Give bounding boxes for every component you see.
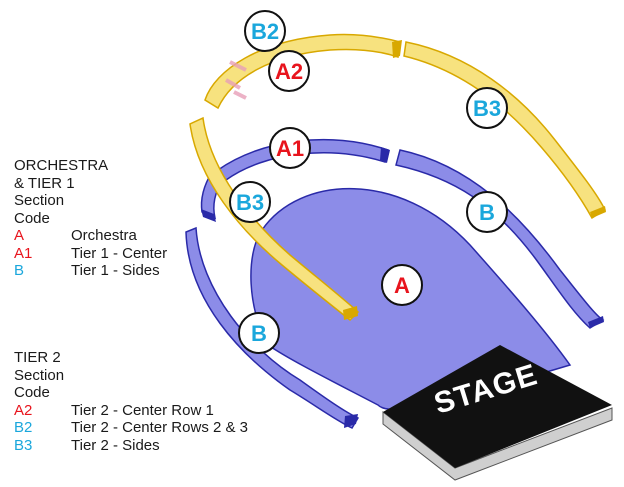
legend-header-line: TIER 2: [14, 349, 61, 366]
badge-b2[interactable]: B2: [244, 10, 286, 52]
badge-b3-left[interactable]: B3: [229, 181, 271, 223]
legend-description: Tier 2 - Center Row 1: [71, 401, 214, 419]
badge-b2-label: B2: [251, 19, 279, 44]
legend-row-b3: B3 Tier 2 - Sides: [14, 437, 248, 455]
legend-code: A: [14, 227, 25, 244]
section-a1-end: [380, 147, 390, 163]
legend-row-a2: A2 Tier 2 - Center Row 1: [14, 402, 248, 420]
legend-header-line: Section: [14, 366, 65, 384]
section-b-right-end: [588, 316, 604, 328]
legend-header-line: Section: [14, 192, 65, 209]
badge-a-label: A: [394, 273, 410, 298]
section-a2-end: [392, 40, 402, 58]
legend-code: B: [14, 262, 25, 279]
legend-code: B3: [14, 436, 33, 454]
legend-code: A2: [14, 401, 33, 419]
faded-seat-marks: [225, 60, 247, 100]
stage-platform: [383, 345, 612, 468]
legend-description: Tier 2 - Center Rows 2 & 3: [71, 419, 249, 436]
section-b-left-upper-end: [201, 209, 216, 222]
legend-header-line: Code: [14, 209, 50, 227]
section-b3-tier2-right[interactable]: [403, 41, 606, 220]
section-b3-right-end: [590, 206, 606, 218]
badge-a2-label: A2: [275, 59, 303, 84]
badge-a[interactable]: A: [381, 264, 423, 306]
badge-b-left-label: B: [251, 321, 267, 346]
legend-row-a: A Orchestra: [14, 227, 167, 245]
badge-b-left[interactable]: B: [238, 312, 280, 354]
badge-a2[interactable]: A2: [268, 50, 310, 92]
legend-tier2: TIER 2 Section Code A2 Tier 2 - Center R…: [14, 349, 248, 454]
legend-description: Tier 1 - Sides: [71, 262, 160, 279]
badge-b3-top[interactable]: B3: [466, 87, 508, 129]
legend-row-a1: A1 Tier 1 - Center: [14, 245, 167, 263]
legend-description: Tier 2 - Sides: [71, 436, 160, 454]
badge-b3-top-label: B3: [473, 96, 501, 121]
badge-b-right-label: B: [479, 200, 495, 225]
badge-b3-left-label: B3: [236, 190, 264, 215]
legend-header-line: Code: [14, 384, 50, 401]
badge-b-right[interactable]: B: [466, 191, 508, 233]
legend-code: A1: [14, 244, 33, 262]
legend-row-b: B Tier 1 - Sides: [14, 262, 167, 280]
badge-a1-label: A1: [276, 136, 304, 161]
legend-code: B2: [14, 419, 33, 436]
section-b3-left-end: [343, 306, 358, 320]
badge-a1[interactable]: A1: [269, 127, 311, 169]
legend-description: Tier 1 - Center: [71, 244, 168, 262]
legend-row-b2: B2 Tier 2 - Center Rows 2 & 3: [14, 419, 248, 437]
legend-header-line: & TIER 1: [14, 174, 75, 192]
legend-description: Orchestra: [71, 227, 137, 244]
section-b-left-lower-end: [344, 414, 358, 428]
legend-header-line: ORCHESTRA: [14, 157, 109, 174]
legend-orchestra-tier1: ORCHESTRA & TIER 1 Section Code A Orches…: [14, 157, 167, 280]
